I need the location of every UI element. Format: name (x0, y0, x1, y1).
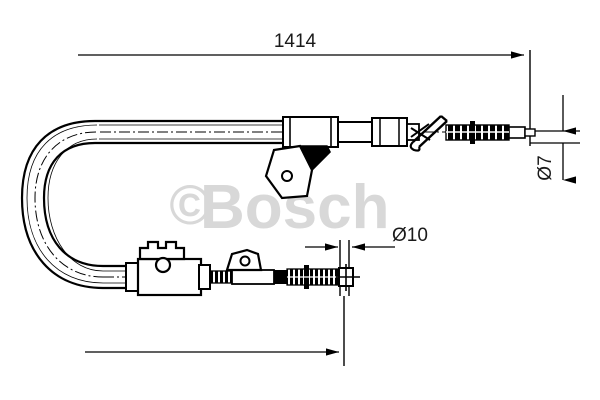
tab-hole-icon (239, 255, 251, 267)
lower-knurl-segment (209, 270, 233, 284)
bend-inner-thin (47, 138, 104, 272)
dimension-label-dia10: Ø10 (392, 225, 428, 246)
connector-block-flange (138, 240, 186, 261)
upper-tube-segment (337, 121, 373, 143)
upper-sleeve-ferrule (282, 116, 339, 148)
clip-leg-inner (418, 120, 448, 148)
lower-end-nipple (336, 264, 360, 291)
dimension-label-1414: 1414 (274, 31, 317, 52)
bend-inner-line (42, 141, 104, 268)
dimension-label-dia7: Ø7 (535, 155, 556, 180)
coupling-nut-body (371, 117, 408, 147)
ferrule-body (282, 116, 339, 148)
dimension-lower-length (85, 296, 345, 366)
clip-cross-2 (410, 123, 430, 138)
clip-leg-outer (412, 115, 442, 143)
dimension-end-diameter: Ø7 (530, 95, 580, 184)
bend-centerline (34, 131, 104, 278)
end-tip (524, 128, 536, 137)
clip-cross-1 (410, 127, 431, 141)
bend-outer-thin (26, 124, 104, 284)
bracket-hole-icon (281, 170, 293, 182)
mounting-bracket-plate (264, 144, 331, 200)
dimension-overall-length: 1414 (78, 31, 524, 59)
clip-loop-bottom (409, 141, 421, 152)
small-mounting-tab (225, 248, 263, 272)
clip-bend-top (440, 115, 448, 122)
spring-start-collar (274, 270, 287, 284)
upper-cable-assembly (95, 115, 536, 200)
coil-spring-section (274, 265, 340, 289)
end-nipple (508, 126, 526, 139)
retaining-clip (409, 115, 448, 152)
watermark-copyright-icon: © (169, 173, 210, 236)
lower-connector-block (136, 240, 211, 297)
bracket-plate-fold (298, 145, 331, 172)
lower-cable-assembly (103, 240, 360, 297)
bend-outer-line (20, 119, 104, 290)
connector-block-hole-icon (154, 256, 172, 274)
lower-entry-ferrule (125, 262, 139, 292)
threaded-rod-section (445, 121, 536, 144)
upper-coupling-nut (371, 117, 408, 147)
lower-tube-under-tab (231, 269, 275, 285)
u-bend-left (20, 119, 104, 290)
connector-block-exit-ferrule (198, 264, 211, 290)
